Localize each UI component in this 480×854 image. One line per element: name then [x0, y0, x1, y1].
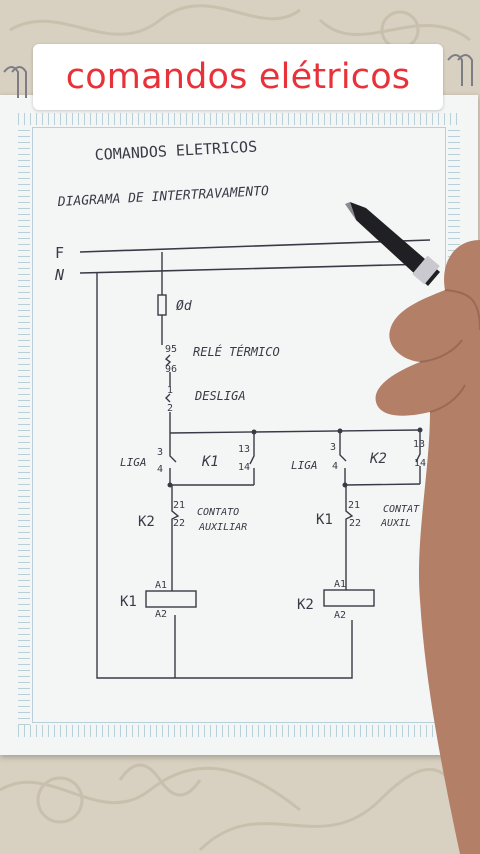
pen-icon — [345, 202, 440, 286]
thermal-top-num: 95 — [165, 344, 177, 355]
right-interlock-top: 21 — [348, 500, 360, 511]
branch-bus — [169, 429, 421, 434]
line-n — [79, 263, 431, 274]
right-start-bottom: 4 — [332, 461, 338, 472]
video-caption-banner: comandos elétricos — [33, 44, 443, 110]
stop-button-contact — [165, 393, 171, 403]
left-start-top: 3 — [157, 447, 163, 458]
line-n-label: N — [54, 266, 65, 284]
right-coil-a1: A1 — [334, 579, 346, 590]
right-hold-label: K2 — [369, 451, 387, 467]
stop-label: DESLIGA — [194, 389, 246, 403]
right-coil-k2 — [323, 589, 375, 607]
left-aux-line1: CONTATO — [197, 507, 239, 518]
line-f-label: F — [55, 244, 64, 262]
left-interlock-contact — [171, 503, 180, 529]
right-interlock-contact — [345, 503, 354, 529]
left-hold-contact — [249, 432, 255, 485]
thermal-bottom-num: 96 — [165, 364, 177, 375]
thermal-relay-contact — [164, 354, 172, 367]
stop-top-num: 1 — [167, 385, 173, 396]
right-interlock-label: K1 — [316, 512, 333, 528]
left-coil-k1 — [145, 590, 197, 608]
thermal-relay-label: RELÉ TÉRMICO — [193, 344, 280, 359]
line-f — [79, 239, 431, 253]
left-interlock-top: 21 — [173, 500, 185, 511]
hand-shape — [375, 240, 480, 854]
right-start-button — [339, 431, 347, 485]
right-coil-a2: A2 — [334, 610, 346, 621]
left-aux-line2: AUXILIAR — [198, 522, 247, 533]
left-start-button — [169, 433, 177, 485]
right-hold-bottom: 14 — [414, 458, 426, 469]
right-interlock-bottom: 22 — [349, 518, 361, 529]
left-coil-label: K1 — [120, 594, 137, 610]
paper-ruler-top — [18, 113, 460, 125]
graph-paper-sheet — [0, 95, 478, 755]
right-hold-top: 13 — [413, 439, 425, 450]
right-start-label: LIGA — [291, 459, 318, 472]
left-start-bottom: 4 — [157, 464, 163, 475]
left-coil-a1: A1 — [155, 580, 167, 591]
caption-text: comandos elétricos — [65, 57, 411, 97]
right-aux-line1: CONTAT — [383, 504, 420, 515]
left-coil-a2: A2 — [155, 609, 167, 620]
fuse-label: Ød — [176, 299, 192, 314]
right-hold-contact — [415, 430, 421, 484]
left-hold-label: K1 — [201, 454, 219, 470]
paper-ruler-left — [18, 125, 30, 725]
left-interlock-label: K2 — [138, 514, 155, 530]
spiral-binding — [3, 54, 473, 98]
right-start-top: 3 — [330, 442, 336, 453]
paper-ruler-bottom — [18, 725, 460, 737]
left-interlock-bottom: 22 — [173, 518, 185, 529]
left-hold-bottom: 14 — [238, 462, 250, 473]
right-aux-line2: AUXIL — [380, 518, 411, 529]
left-start-label: LIGA — [120, 456, 147, 469]
left-hold-top: 13 — [238, 444, 250, 455]
right-branch-join — [344, 483, 421, 486]
stop-bottom-num: 2 — [167, 403, 173, 414]
neutral-return-wire — [96, 273, 353, 679]
right-coil-label: K2 — [297, 597, 314, 613]
